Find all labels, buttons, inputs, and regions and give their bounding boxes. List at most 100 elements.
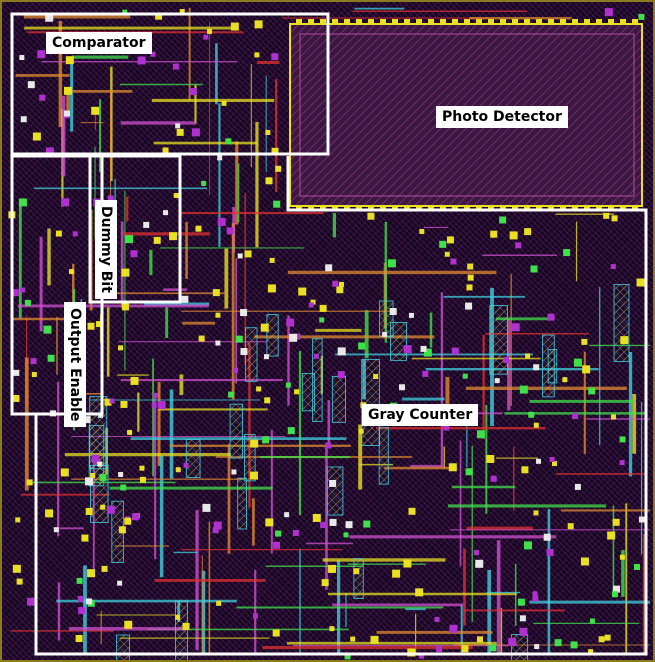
- via-contact: [240, 348, 248, 356]
- via-contact: [423, 348, 432, 357]
- pd-contact: [608, 19, 614, 25]
- via-contact: [139, 465, 145, 471]
- via-contact: [508, 638, 517, 647]
- via-contact: [181, 295, 189, 303]
- via-contact: [20, 287, 26, 293]
- pd-contact: [320, 205, 326, 211]
- via-contact: [338, 281, 344, 287]
- pd-contact: [296, 205, 302, 211]
- pd-contact: [524, 205, 530, 211]
- via-contact: [221, 100, 227, 106]
- via-contact: [262, 436, 270, 444]
- via-contact: [461, 645, 469, 653]
- via-contact: [267, 284, 276, 293]
- via-contact: [325, 264, 333, 272]
- via-contact: [212, 527, 219, 534]
- via-contact: [172, 63, 179, 70]
- via-contact: [358, 342, 366, 350]
- via-contact: [328, 564, 337, 573]
- via-contact: [107, 195, 114, 202]
- via-contact: [32, 132, 41, 141]
- via-contact: [124, 620, 133, 629]
- via-contact: [499, 216, 507, 224]
- pd-contact: [548, 205, 554, 211]
- via-contact: [475, 559, 484, 568]
- via-contact: [289, 333, 298, 342]
- via-contact: [422, 370, 429, 377]
- via-contact: [179, 9, 185, 15]
- via-contact: [265, 177, 273, 185]
- pd-contact: [380, 205, 386, 211]
- transistor-strip: [331, 375, 346, 423]
- via-contact: [450, 258, 457, 265]
- pd-contact: [416, 19, 422, 25]
- via-contact: [549, 456, 555, 462]
- pd-contact: [368, 19, 374, 25]
- pd-contact: [368, 205, 374, 211]
- via-contact: [175, 467, 181, 473]
- via-contact: [473, 550, 479, 556]
- via-contact: [582, 365, 591, 374]
- pd-contact: [356, 205, 362, 211]
- via-contact: [130, 250, 138, 258]
- via-contact: [87, 569, 96, 578]
- via-contact: [118, 526, 126, 534]
- via-contact: [486, 454, 495, 463]
- via-contact: [350, 636, 356, 642]
- via-contact: [607, 531, 616, 540]
- via-contact: [490, 475, 497, 482]
- pd-contact: [572, 19, 578, 25]
- via-contact: [312, 513, 321, 522]
- via-contact: [228, 391, 235, 398]
- via-contact: [373, 374, 379, 380]
- via-contact: [43, 325, 52, 334]
- via-contact: [271, 53, 279, 61]
- via-contact: [509, 231, 518, 240]
- via-contact: [521, 466, 529, 474]
- via-contact: [45, 147, 54, 156]
- comparator-outline: [10, 12, 330, 156]
- wiring-layer: [10, 7, 650, 662]
- transistor-strip: [489, 305, 509, 375]
- via-contact: [610, 414, 616, 420]
- via-contact: [26, 597, 35, 606]
- pd-contact: [332, 205, 338, 211]
- transistor-strip: [185, 439, 201, 478]
- via-contact: [202, 503, 211, 512]
- via-contact: [100, 504, 106, 510]
- pd-contact: [620, 205, 626, 211]
- pd-contact: [584, 19, 590, 25]
- via-contact: [467, 263, 474, 270]
- via-contact: [519, 385, 528, 394]
- via-contact: [63, 86, 72, 95]
- via-contact: [434, 616, 440, 622]
- via-contact: [382, 331, 388, 337]
- via-contact: [12, 564, 21, 573]
- pd-contact: [392, 19, 398, 25]
- via-contact: [489, 644, 497, 652]
- via-contact: [604, 634, 611, 641]
- via-contact: [294, 333, 301, 340]
- via-contact: [81, 534, 89, 542]
- via-contact: [195, 225, 202, 232]
- transistor-strip: [353, 558, 364, 599]
- via-contact: [524, 228, 532, 236]
- via-contact: [61, 198, 70, 207]
- via-contact: [528, 411, 535, 418]
- via-contact: [252, 613, 258, 619]
- via-contact: [319, 317, 325, 323]
- via-contact: [143, 221, 150, 228]
- via-contact: [562, 377, 568, 383]
- via-contact: [420, 345, 427, 352]
- via-contact: [271, 147, 279, 155]
- via-contact: [530, 265, 538, 273]
- via-contact: [589, 618, 595, 624]
- via-contact: [155, 12, 163, 20]
- via-contact: [176, 128, 184, 136]
- via-contact: [120, 484, 127, 491]
- transistor-strip: [116, 634, 130, 662]
- via-contact: [254, 20, 263, 29]
- via-contact: [65, 56, 74, 65]
- via-contact: [91, 106, 100, 115]
